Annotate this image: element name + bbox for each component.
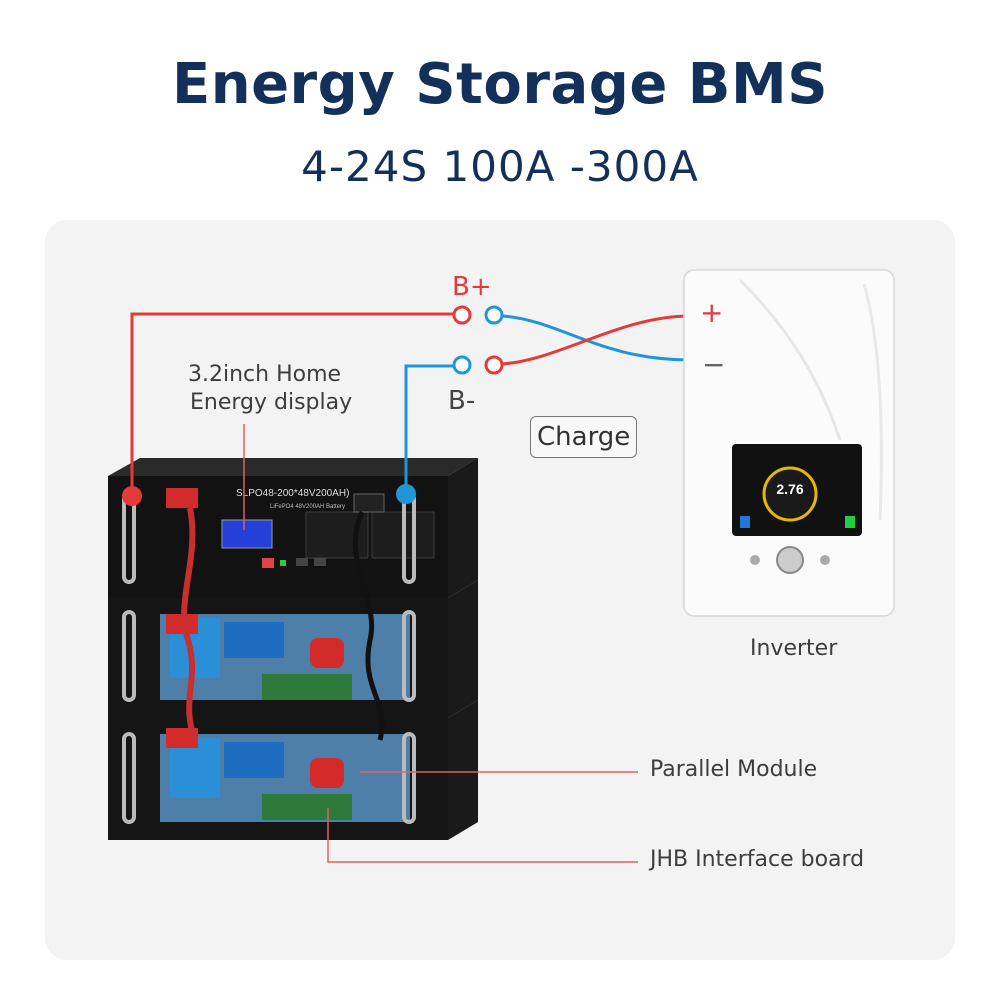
inverter-screen-value: 2.76 [776, 481, 803, 497]
interface-board-label: JHB Interface board [650, 847, 865, 872]
battery-rack: SLPO48-200*48V200AH) LiFePO4 48V200AH Ba… [108, 458, 478, 840]
parallel-module-label: Parallel Module [650, 757, 818, 782]
inverter: 2.76 [683, 269, 895, 617]
inverter-label: Inverter [750, 636, 838, 661]
wiring [122, 305, 691, 506]
interface-board-bottom [262, 794, 352, 820]
parallel-module-middle [310, 638, 344, 668]
callout-lines [243, 424, 638, 863]
page-subtitle: 4-24S 100A -300A [301, 142, 699, 191]
inverter-knob [776, 546, 804, 574]
b-plus-terminal [452, 305, 472, 325]
battery-positive-terminal [122, 486, 142, 506]
inverter-minus-sign: − [702, 348, 726, 381]
inverter-plus-sign: + [700, 296, 724, 329]
b-minus-terminal [452, 355, 472, 375]
battery-negative-terminal [396, 484, 416, 504]
display-callout-line2: Energy display [190, 390, 353, 415]
b-minus-inverter-terminal [484, 355, 504, 375]
display-callout-line1: 3.2inch Home [188, 362, 342, 387]
battery-lcd-screen [221, 519, 273, 549]
parallel-module-bottom [310, 758, 344, 788]
b-plus-inverter-terminal [484, 305, 504, 325]
page-title: Energy Storage BMS [171, 52, 829, 117]
charge-label: Charge [530, 416, 638, 458]
battery-type-label: LiFePO4 48V200AH Battery [270, 504, 345, 510]
interface-board-middle [262, 674, 352, 700]
battery-model-label: SLPO48-200*48V200AH) [236, 488, 349, 499]
b-plus-label: B+ [452, 272, 492, 302]
b-minus-label: B- [448, 386, 476, 416]
